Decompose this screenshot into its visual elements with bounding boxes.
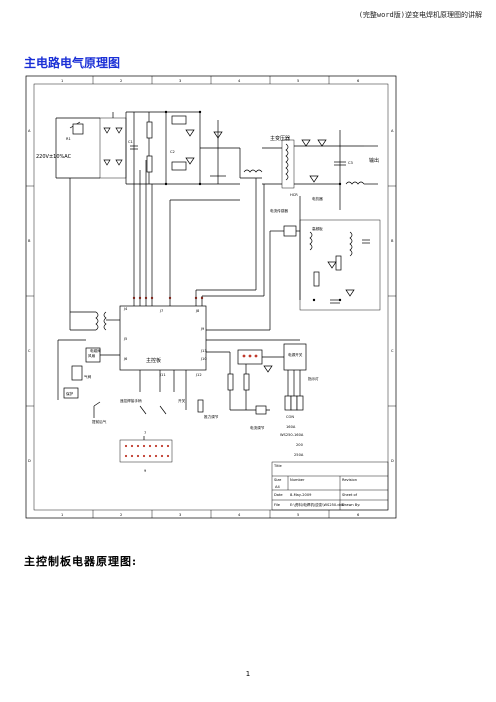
c3-label: C3 [348,161,353,165]
tig-label: 提前后气 [92,419,107,424]
param-200: 200 [296,443,304,447]
grid-col-3-bottom: 3 [179,513,181,517]
title-block-revision: Revision [342,478,357,482]
c1-label: C1 [128,140,133,144]
j7-label: J7 [159,309,163,313]
protect-label: 保护 [66,391,74,396]
grid-col-2: 2 [120,79,122,83]
transformer-label: 主变压器 [270,135,290,142]
title-block: Title Size Number Revision A4 Date 8-May… [271,461,389,511]
grid-row-d-right: D [391,459,394,463]
title-block-number: Number [290,478,305,482]
grid-col-1: 1 [61,79,63,83]
grid-col-2-bottom: 2 [120,513,122,517]
grid-row-a: A [28,129,31,133]
lamp-label: 指示灯 [308,376,319,381]
title-block-file-label: File [274,503,281,507]
j10-label: J10 [200,357,207,361]
j12-label: J12 [195,373,202,377]
document-header: (完整word版)逆变电焊机原理图的讲解 [358,11,482,19]
grid-col-6-bottom: 6 [357,513,360,517]
title-block-date-label: Date [274,493,283,497]
page-number: 1 [245,670,251,678]
j9-label: J9 [200,327,205,331]
grid-ticks [26,76,396,518]
fan-label: 风扇 [88,353,96,358]
grid-col-1-bottom: 1 [61,513,63,517]
grid-col-4-bottom: 4 [238,513,241,517]
title-block-size: Size [274,478,282,482]
main-board-label: 主控板 [146,357,161,364]
ws-label: WS250-160A [280,433,304,437]
section-title: 主电路电气原理图 [24,56,121,70]
grid-col-5-bottom: 5 [297,513,299,517]
current-adjust-label: 电流调节 [250,425,265,430]
aux-connector-board [119,439,173,463]
high-freq-label: 高频板 [312,226,323,231]
grid-col-4: 4 [238,79,241,83]
r1-label: R1 [66,137,71,141]
current-sensor-label: 电流传感器 [270,208,288,213]
c2-label: C2 [170,150,175,154]
switch-label: 开关 [178,398,186,403]
power-switch-label: 电源开关 [288,352,303,357]
grid-row-b-right: B [391,239,394,243]
schematic-outer-frame [25,75,397,519]
title-block-title: Title [273,464,282,468]
grid-row-d: D [28,459,31,463]
j8-label: J8 [195,309,200,313]
j9-small-label: 9 [144,469,147,473]
title-block-sheet: Sheet of [342,493,358,497]
title-block-size-value: A4 [275,485,280,489]
grid-col-6: 6 [357,79,360,83]
breaker-label: 电磁阀 [90,348,101,353]
output-label: 输出 [369,157,379,164]
transformer-section: 主变压器 C3 输出 电抗器 HCR 电流传感器 高 [239,130,381,311]
grid-row-b: B [28,239,31,243]
param-160a: 160A [286,425,296,429]
grid-row-a-right: A [391,129,394,133]
main-board-box [119,305,207,371]
title-block-file: E:\资料\电焊机\逆变\WS250.ddb [290,502,345,507]
title-block-drawn: Drawn By: [342,503,360,507]
grid-labels: 1 2 3 4 5 6 1 2 3 4 5 6 A B C D A B C D [28,79,394,517]
remote-label: 遥控焊接手柄 [120,398,142,403]
connector-label: CON [286,415,294,419]
grid-row-c-right: C [391,349,394,353]
title-block-date: 8-May-2009 [290,493,312,497]
grid-col-3: 3 [179,79,181,83]
input-section: 220V±10%AC R1 C1 [36,110,240,186]
power-switch-box [283,343,307,371]
input-label: 220V±10%AC [36,154,72,160]
arc-force-label: 推力调节 [204,414,219,419]
j4-label: J4 [123,307,128,311]
section2-title: 主控制板电器原理图: [24,555,138,568]
grid-col-5: 5 [297,79,299,83]
j13-label: J13 [200,349,207,353]
param-250a: 250A [294,453,304,457]
j11-label: J11 [159,373,166,377]
hcr-label: HCR [290,193,298,197]
j6-label: J6 [123,357,128,361]
reactor-label: 电抗器 [312,196,323,201]
j5-label: J5 [123,337,127,341]
main-board-section: 主控板 J4 J5 J6 J7 J8 J9 J10 J11 J12 J13 [57,160,319,473]
gas-valve-label: 气阀 [84,374,92,379]
grid-row-c: C [28,349,31,353]
j7-small-label: 7 [144,431,146,435]
